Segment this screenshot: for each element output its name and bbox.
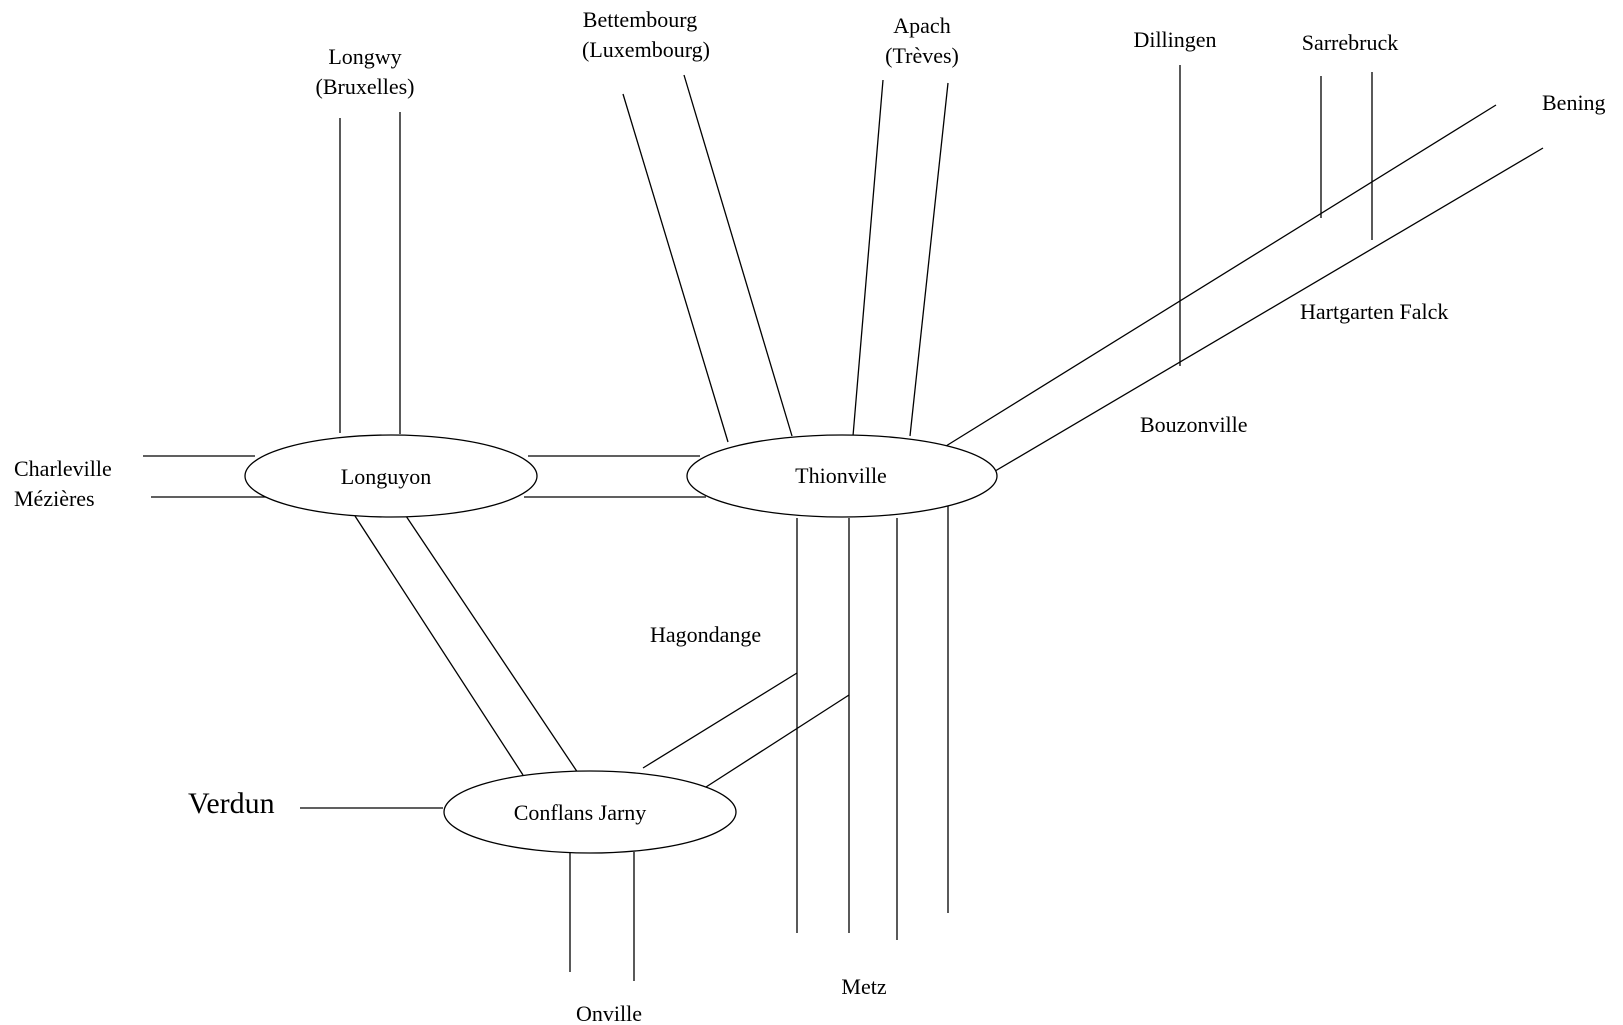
node-conflans bbox=[443, 770, 737, 854]
line-bening bbox=[945, 104, 1544, 488]
node-label-conflans: Conflans Jarny bbox=[514, 800, 647, 825]
line-sarrebruck bbox=[1320, 72, 1373, 240]
line-onville bbox=[569, 852, 635, 981]
node-longuyon bbox=[244, 434, 538, 518]
line-hagondange-conflans bbox=[642, 672, 850, 788]
label-bouzonville: Bouzonville bbox=[1140, 412, 1248, 437]
label-longwy-name: Longwy bbox=[328, 44, 401, 69]
line-longuyon-conflans bbox=[354, 515, 579, 776]
label-bettembourg-name: Bettembourg bbox=[583, 7, 697, 32]
label-bettembourg-city: (Luxembourg) bbox=[582, 37, 710, 62]
label-hartgarten: Hartgarten Falck bbox=[1300, 299, 1448, 324]
line-bettembourg bbox=[622, 74, 793, 443]
label-verdun: Verdun bbox=[188, 787, 275, 820]
label-charleville-name: Charleville bbox=[14, 456, 112, 481]
node-thionville bbox=[686, 434, 998, 518]
label-hagondange: Hagondange bbox=[650, 622, 761, 647]
label-charleville-city: Mézières bbox=[14, 486, 95, 511]
label-onville: Onville bbox=[576, 1001, 642, 1025]
line-thionville-metz bbox=[796, 500, 949, 940]
label-longwy-city: (Bruxelles) bbox=[316, 74, 415, 99]
label-sarrebruck: Sarrebruck bbox=[1302, 30, 1399, 55]
line-apach bbox=[852, 79, 949, 437]
node-label-thionville: Thionville bbox=[795, 463, 887, 488]
label-dillingen: Dillingen bbox=[1133, 27, 1216, 52]
label-metz: Metz bbox=[841, 974, 886, 999]
line-longwy bbox=[339, 112, 401, 434]
line-charleville bbox=[143, 455, 270, 498]
label-bening: Bening bbox=[1542, 90, 1606, 115]
label-apach-name: Apach bbox=[893, 13, 950, 38]
label-apach-city: (Trèves) bbox=[885, 43, 959, 68]
node-label-longuyon: Longuyon bbox=[341, 464, 431, 489]
line-longuyon-thionville bbox=[524, 455, 706, 498]
